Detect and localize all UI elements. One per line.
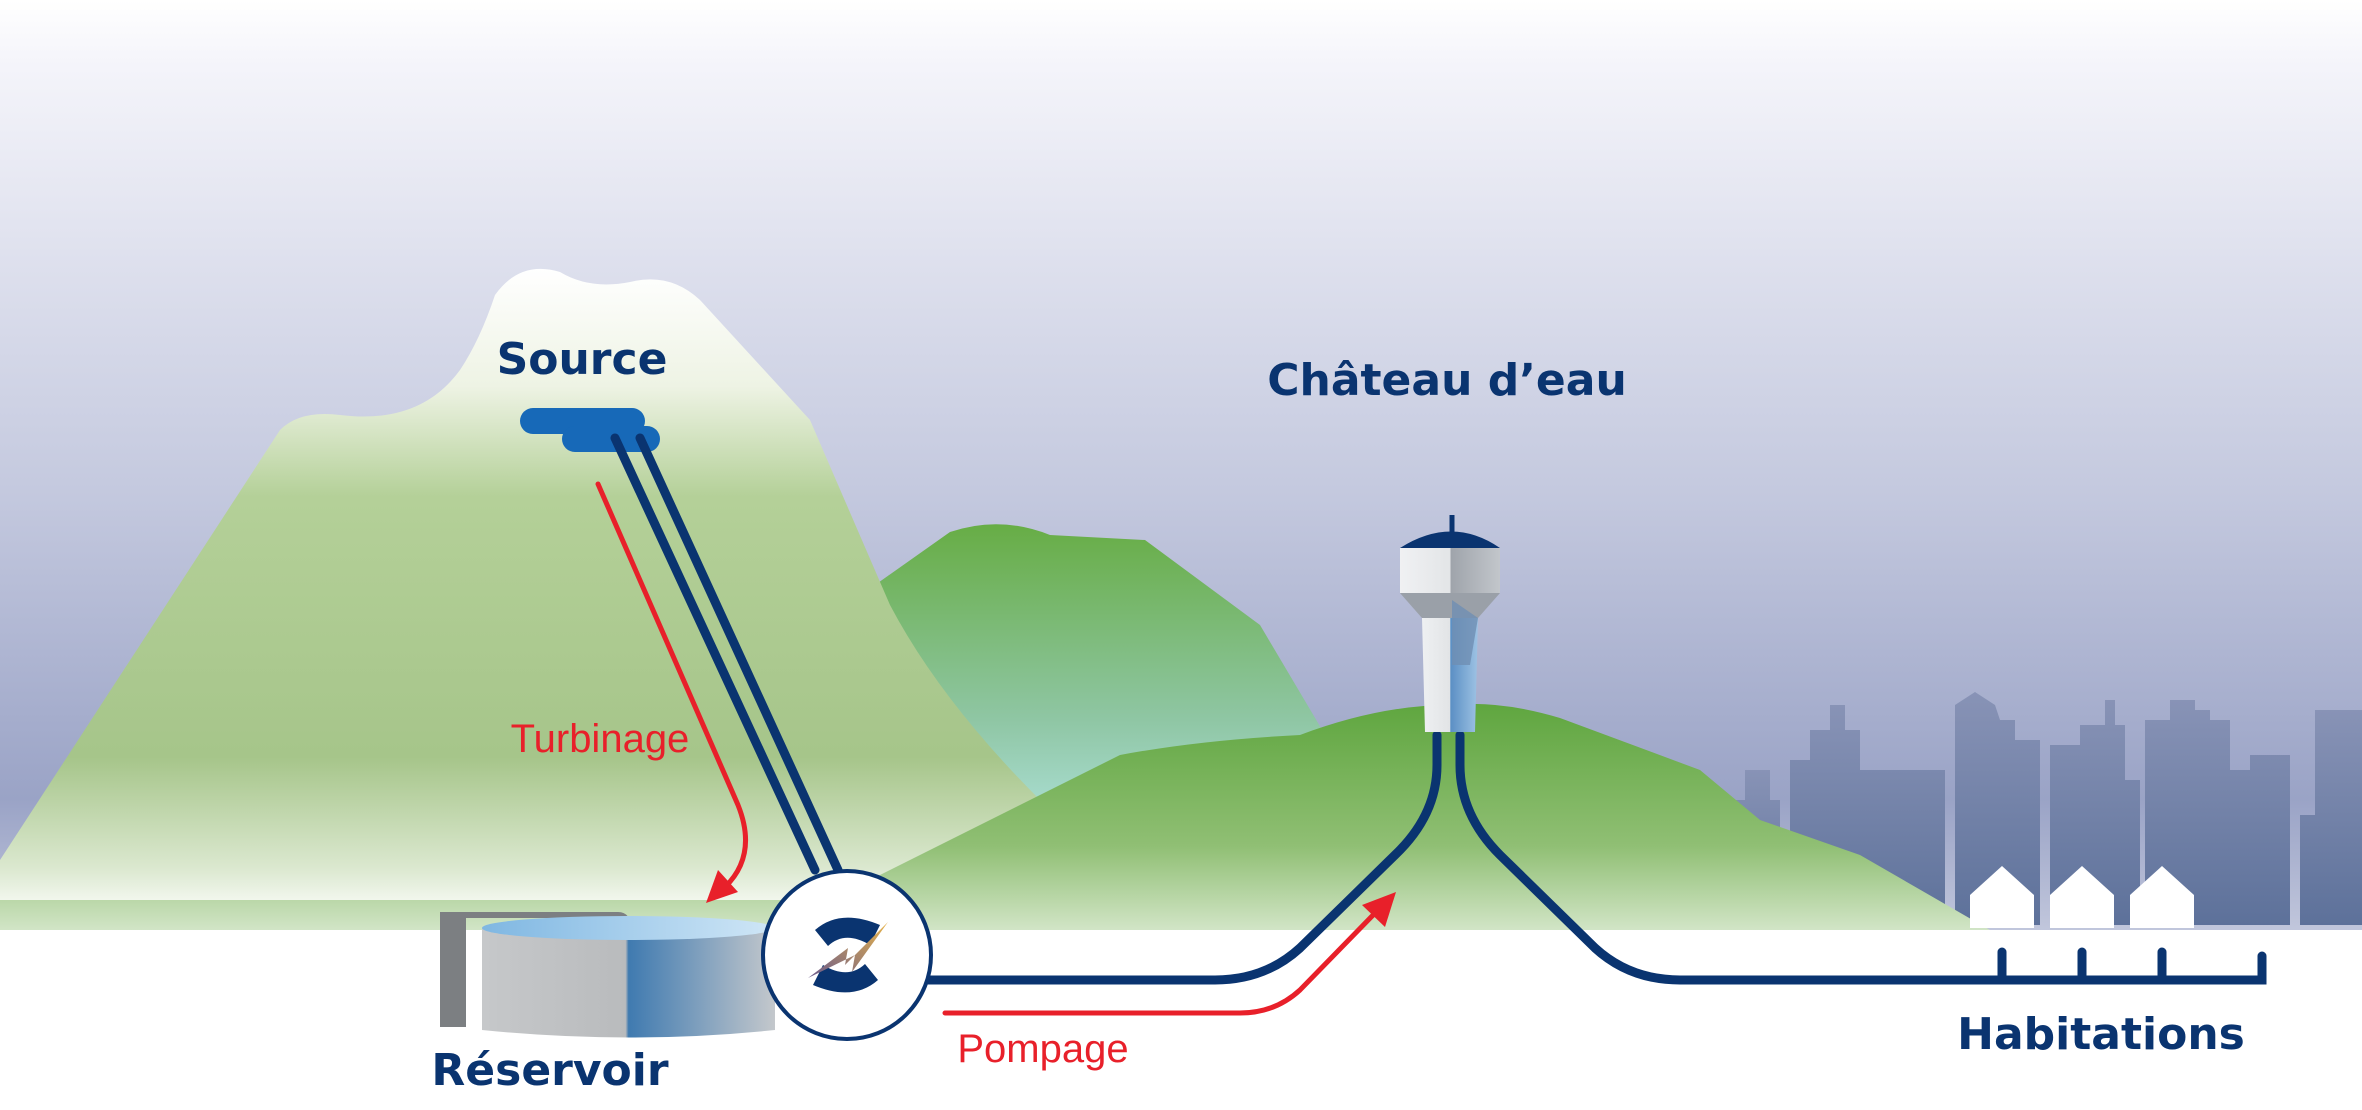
turbinage-arrowhead-icon	[706, 870, 738, 903]
distribution-pipes	[920, 730, 2267, 985]
chateau-label: Château d’eau	[1267, 355, 1627, 406]
pump-turbine-logo-icon	[761, 869, 933, 1041]
pompage-arrowhead-icon	[1362, 892, 1396, 927]
water-tower	[1400, 515, 1500, 732]
pompage-arrow	[942, 907, 1381, 1016]
turbinage-arrow	[595, 481, 749, 890]
source-label: Source	[497, 334, 668, 385]
turbinage-label: Turbinage	[511, 717, 690, 761]
house-icon	[1970, 866, 2194, 928]
pompage-label: Pompage	[957, 1027, 1128, 1071]
reservoir-label: Réservoir	[431, 1045, 668, 1096]
habitations-label: Habitations	[1957, 1009, 2245, 1060]
reservoir-tank	[440, 912, 775, 1038]
mountain	[0, 268, 1080, 920]
penstock-pipes	[610, 433, 843, 875]
